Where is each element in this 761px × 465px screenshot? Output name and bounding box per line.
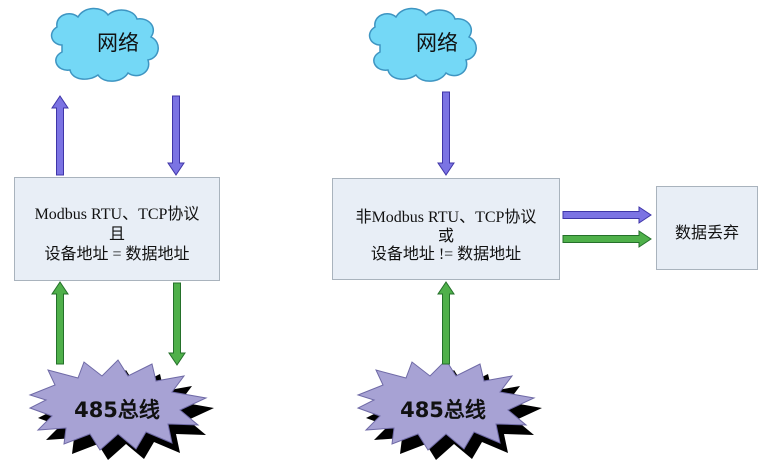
box-mid-line-1: 非Modbus RTU、TCP协议 [355, 209, 537, 226]
arrow-mid-up-from-bus [437, 281, 455, 365]
burst-left-label: 485总线 [74, 398, 160, 422]
arrow-mid-to-discard-green [562, 230, 652, 248]
arrow-left-up-to-cloud [51, 95, 69, 176]
discard-box-label: 数据丢弃 [674, 225, 739, 242]
arrow-left-up-from-bus [51, 281, 69, 365]
cloud-middle-label: 网络 [416, 31, 458, 55]
cloud-left-label: 网络 [97, 31, 139, 55]
condition-box-reject: 非Modbus RTU、TCP协议 或 设备地址 != 数据地址 [332, 178, 560, 280]
discard-box: 数据丢弃 [656, 186, 758, 270]
box-mid-line-3: 设备地址 != 数据地址 [370, 246, 522, 263]
box-left-line-2: 且 [108, 226, 125, 243]
arrow-left-down-from-cloud [167, 95, 185, 176]
condition-box-accept: Modbus RTU、TCP协议 且 设备地址 = 数据地址 [14, 177, 220, 281]
arrow-left-down-to-bus [168, 282, 186, 366]
burst-left: 485总线 [28, 359, 214, 460]
box-mid-line-2: 或 [437, 228, 454, 245]
box-left-line-1: Modbus RTU、TCP协议 [34, 206, 200, 223]
arrow-mid-to-discard-purple [562, 206, 652, 224]
burst-middle-label: 485总线 [400, 398, 486, 422]
cloud-left: 网络 [50, 7, 159, 82]
cloud-middle: 网络 [368, 7, 477, 82]
arrow-mid-down-from-cloud [437, 91, 455, 176]
box-left-line-3: 设备地址 = 数据地址 [44, 246, 190, 263]
burst-middle: 485总线 [356, 359, 542, 460]
